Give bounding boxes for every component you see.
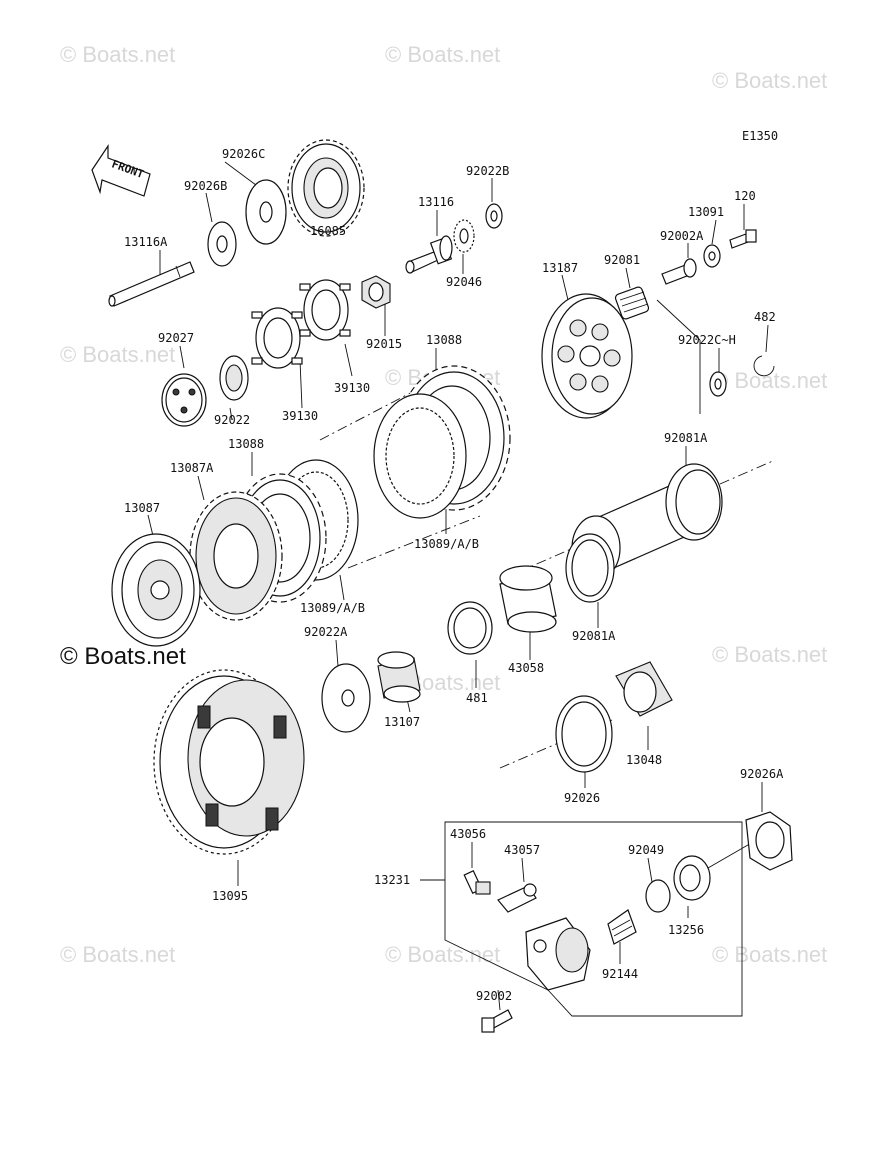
bolt-92002 — [481, 1009, 513, 1033]
clutch-hub-13087a — [189, 491, 283, 621]
diagram-id: E1350 — [742, 129, 778, 143]
sleeve-43058 — [499, 565, 557, 633]
watermark: © Boats.net — [712, 68, 827, 93]
label-13116a: 13116A — [124, 235, 168, 249]
watermark-bold: © Boats.net — [60, 643, 186, 670]
label-92002a: 92002A — [660, 229, 704, 243]
label-92026c: 92026C — [222, 147, 265, 161]
label-13231: 13231 — [374, 873, 410, 887]
washer-92022b — [485, 203, 503, 229]
label-92081a-top: 92081A — [664, 431, 708, 445]
seal-13256 — [673, 855, 711, 901]
leader-lines — [147, 161, 776, 1017]
bolt-92002a — [661, 258, 697, 285]
label-13089-top: 13089/A/B — [414, 537, 479, 551]
label-92026: 92026 — [564, 791, 600, 805]
label-92144: 92144 — [602, 967, 638, 981]
label-13091: 13091 — [688, 205, 724, 219]
label-13087a: 13087A — [170, 461, 214, 475]
label-92022b: 92022B — [466, 164, 509, 178]
oring-92049 — [645, 879, 671, 913]
collar-13091 — [703, 244, 721, 268]
label-39130-b: 39130 — [334, 381, 370, 395]
label-13187: 13187 — [542, 261, 578, 275]
label-13095: 13095 — [212, 889, 248, 903]
front-arrow-icon: FRONT — [91, 144, 151, 197]
hub-13107 — [377, 651, 421, 703]
clutch-boss-13087 — [111, 533, 201, 647]
ring-92026 — [555, 695, 613, 773]
nut-92015 — [361, 275, 391, 309]
watermark: © Boats.net — [712, 642, 827, 667]
label-92022c-h: 92022C~H — [678, 333, 736, 347]
clutch-housing-13095 — [153, 669, 305, 855]
collar-92027 — [161, 373, 207, 427]
label-43058: 43058 — [508, 661, 544, 675]
steel-plate-13089-top — [373, 393, 467, 519]
watermark: © Boats.net — [712, 942, 827, 967]
spring-92081a — [565, 533, 615, 603]
label-92026a: 92026A — [740, 767, 784, 781]
label-13089-left: 13089/A/B — [300, 601, 365, 615]
pin-13116a — [108, 261, 195, 307]
label-43057: 43057 — [504, 843, 540, 857]
label-39130-a: 39130 — [282, 409, 318, 423]
washer-92022c-h — [709, 371, 727, 397]
label-13087: 13087 — [124, 501, 160, 515]
circlip-482 — [753, 355, 775, 377]
washer-92022a — [321, 663, 371, 733]
watermark: © Boats.net — [385, 942, 500, 967]
watermark: © Boats.net — [60, 942, 175, 967]
washer-92026b — [207, 221, 237, 267]
shaft-13116 — [405, 235, 453, 274]
label-92022a: 92022A — [304, 625, 348, 639]
plate-39130-right — [299, 279, 351, 341]
watermark: © Boats.net — [385, 42, 500, 67]
bearing-92022 — [219, 355, 249, 401]
label-92081: 92081 — [604, 253, 640, 267]
label-92081a-bottom: 92081A — [572, 629, 616, 643]
label-43056: 43056 — [450, 827, 486, 841]
bleeder-43056 — [463, 870, 491, 895]
part-labels: 92026C 92026B 16085 13116A 13116 92022B … — [124, 147, 784, 1003]
pressure-plate-13187 — [541, 293, 633, 419]
label-13088-left: 13088 — [228, 437, 264, 451]
cap-43057 — [497, 883, 537, 913]
gear-16085 — [287, 139, 365, 237]
gasket-92026a — [745, 811, 793, 871]
watermark: © Boats.net — [60, 342, 175, 367]
label-92022: 92022 — [214, 413, 250, 427]
label-92027: 92027 — [158, 331, 194, 345]
label-120: 120 — [734, 189, 756, 203]
washer-92026c — [245, 179, 287, 245]
spring-92081 — [614, 286, 650, 320]
label-92015: 92015 — [366, 337, 402, 351]
label-482: 482 — [754, 310, 776, 324]
label-16085: 16085 — [310, 224, 346, 238]
label-13256: 13256 — [668, 923, 704, 937]
bearing-92046 — [453, 219, 475, 253]
label-13088-top: 13088 — [426, 333, 462, 347]
cam-13048 — [615, 661, 673, 717]
label-13048: 13048 — [626, 753, 662, 767]
label-92046: 92046 — [446, 275, 482, 289]
label-92002: 92002 — [476, 989, 512, 1003]
spring-92144 — [607, 909, 637, 945]
label-13116: 13116 — [418, 195, 454, 209]
release-cylinder-13231 — [525, 917, 591, 991]
label-481: 481 — [466, 691, 488, 705]
plate-39130-left — [251, 307, 303, 369]
watermark: © Boats.net — [60, 42, 175, 67]
circlip-481 — [447, 601, 493, 655]
label-92049: 92049 — [628, 843, 664, 857]
watermark: © Boats.net — [712, 368, 827, 393]
screw-120 — [729, 229, 757, 249]
label-92026b: 92026B — [184, 179, 227, 193]
label-13107: 13107 — [384, 715, 420, 729]
